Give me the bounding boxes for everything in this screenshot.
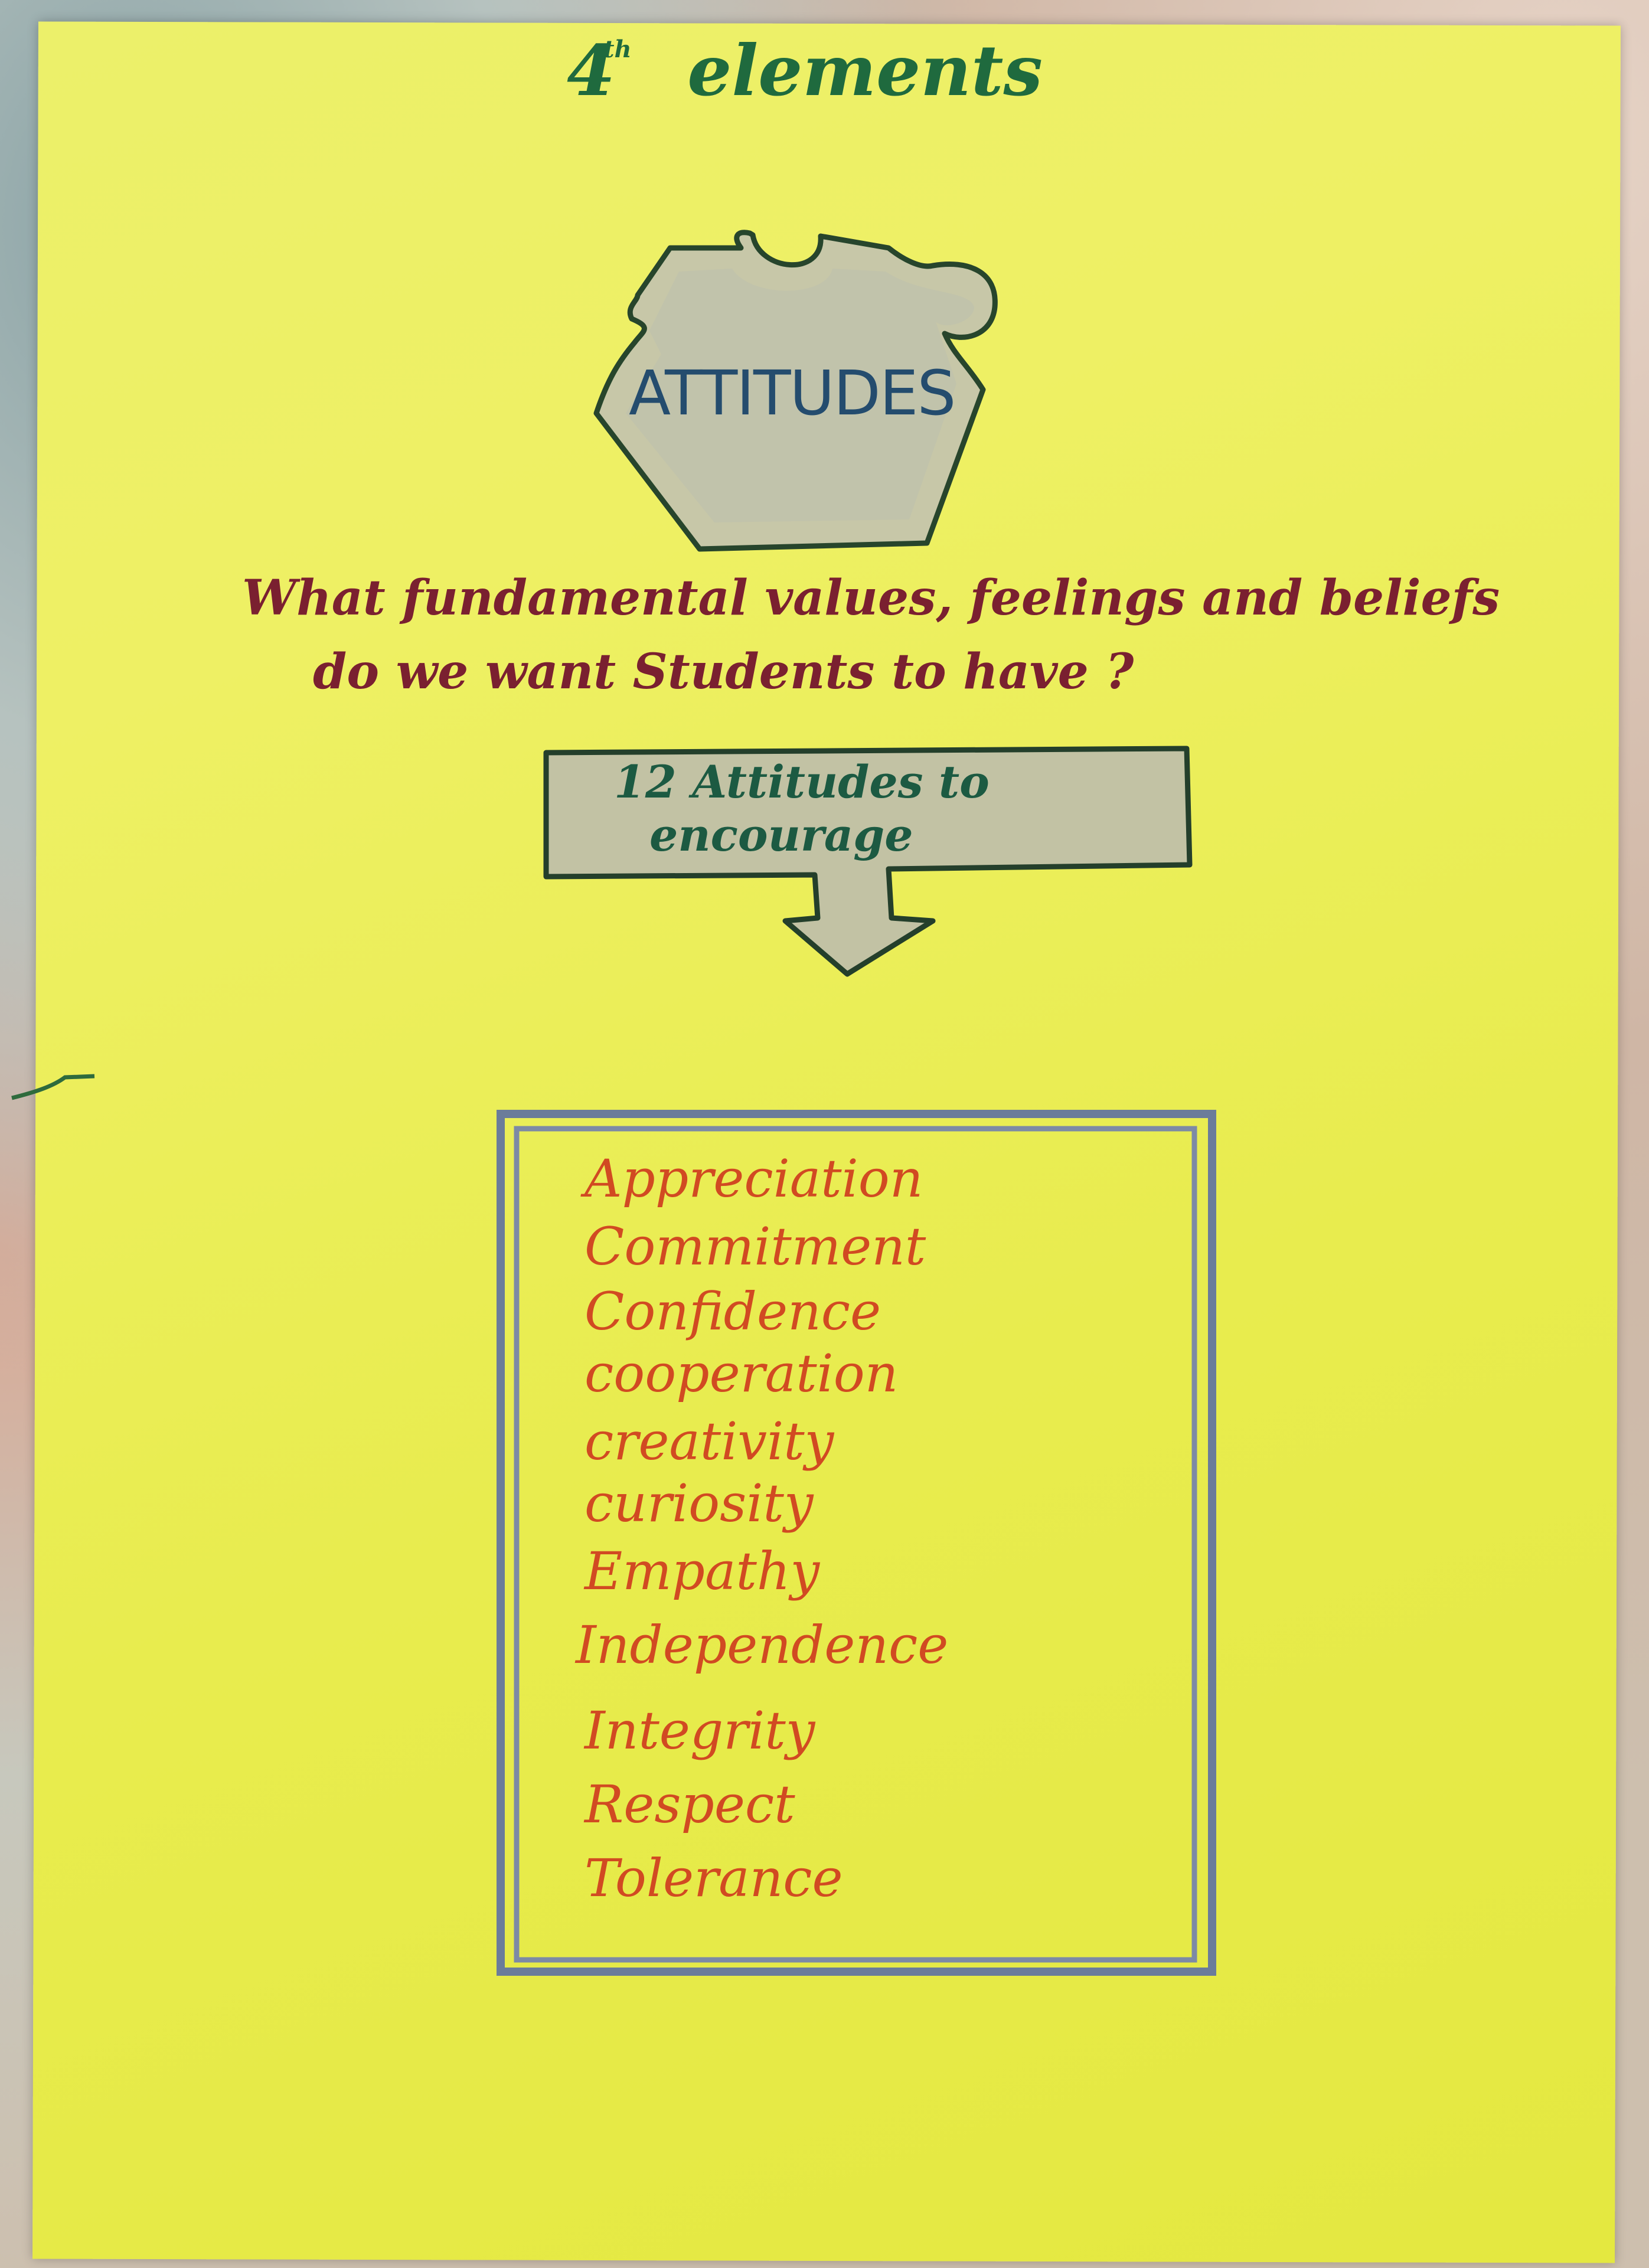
list-item: Commitment (585, 1216, 926, 1277)
list-item: Confidence (585, 1281, 881, 1342)
arrow-label-line-2: encourage (649, 809, 913, 861)
attitudes-box-frame (497, 1110, 1216, 1976)
list-item: Respect (585, 1774, 795, 1835)
heading-title: elements (687, 30, 1043, 112)
question-line-1: What fundamental values, feelings and be… (242, 570, 1500, 626)
page-heading: 4 elements (567, 30, 1043, 112)
list-item: Empathy (585, 1541, 820, 1602)
down-arrow-icon (543, 746, 1193, 977)
puzzle-piece-icon (593, 230, 998, 552)
stray-pen-mark (11, 1074, 95, 1100)
list-item: Independence (576, 1615, 949, 1675)
heading-ordinal-suffix: th (603, 35, 632, 63)
list-item: Integrity (585, 1700, 815, 1761)
list-item: creativity (585, 1411, 834, 1472)
list-item: Tolerance (585, 1848, 843, 1908)
question-line-2: do we want Students to have ? (313, 643, 1134, 700)
list-item: Appreciation (585, 1148, 923, 1209)
puzzle-piece-label: ATTITUDES (629, 357, 956, 429)
list-item: cooperation (585, 1343, 899, 1404)
list-item: curiosity (585, 1473, 814, 1534)
heading-ordinal: 4 (567, 30, 616, 112)
arrow-label-line-1: 12 Attitudes to (614, 756, 990, 808)
